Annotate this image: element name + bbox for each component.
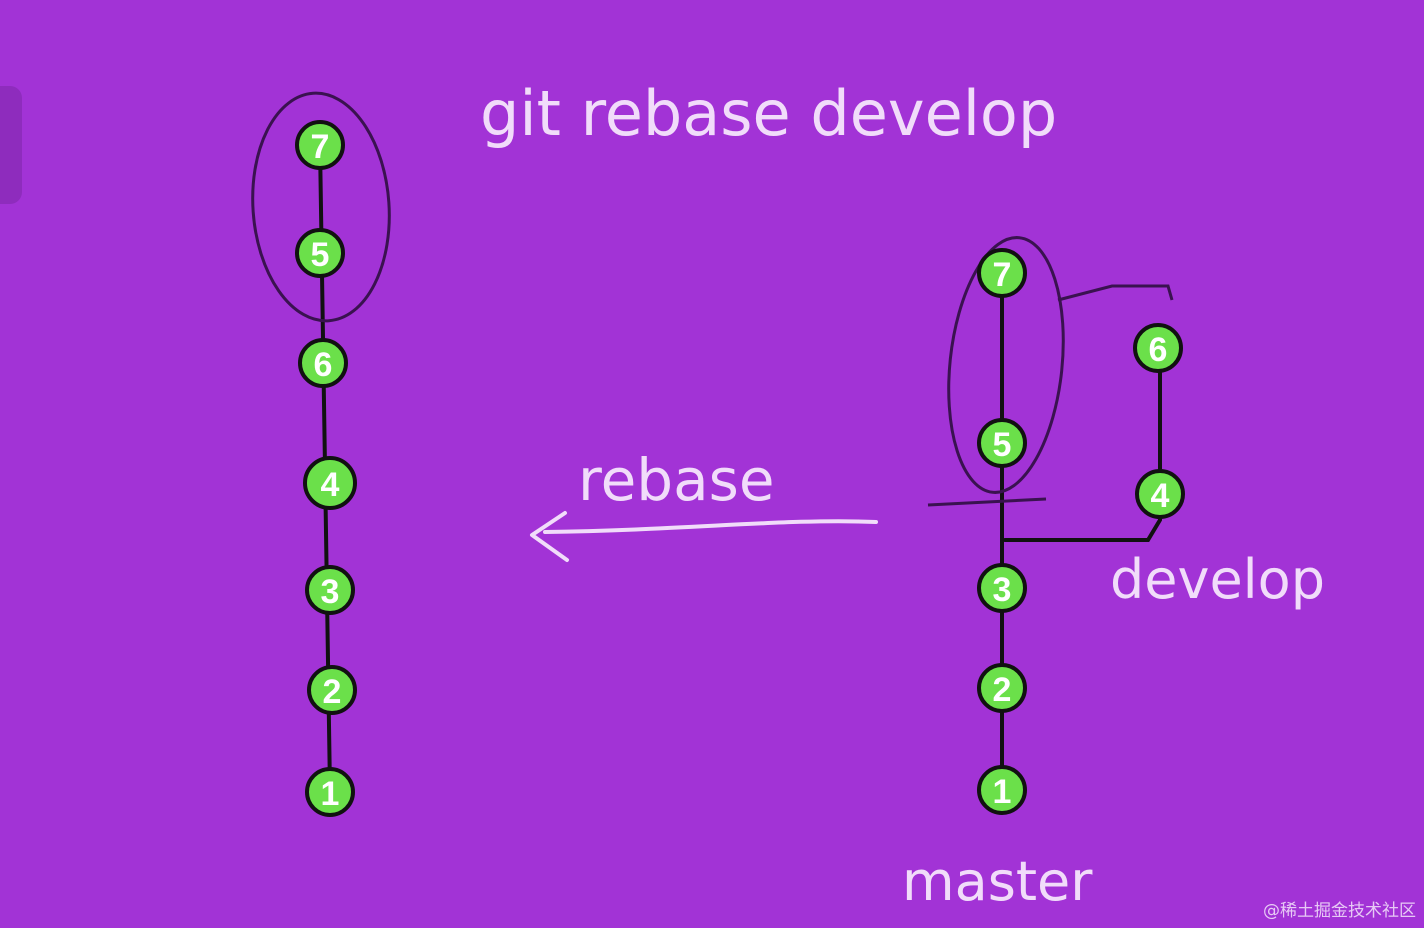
left-node-1[interactable]: 1 [305,767,355,817]
side-tab[interactable] [0,86,22,204]
left-node-3[interactable]: 3 [305,565,355,615]
right-lasso-tail [1057,284,1174,302]
node-label: 2 [323,673,342,711]
right-node-7[interactable]: 7 [977,248,1027,298]
left-node-5[interactable]: 5 [295,228,345,278]
node-label: 4 [1151,477,1170,515]
watermark-text: @稀土掘金技术社区 [1263,901,1416,921]
divider-stroke [927,497,1047,507]
node-label: 6 [1149,331,1168,369]
node-label: 3 [993,571,1012,609]
node-label: 5 [993,426,1012,464]
develop-branch-line [1003,346,1162,542]
node-label: 1 [993,773,1012,811]
node-label: 5 [311,236,330,274]
right-node-2[interactable]: 2 [977,663,1027,713]
arrow-shaft [543,519,878,534]
node-label: 2 [993,671,1012,709]
node-label: 7 [311,128,330,166]
node-label: 4 [321,466,340,504]
right-graph: 7 5 3 2 1 6 4 [902,236,1325,913]
left-chain: 7 5 6 4 3 2 1 [251,91,391,817]
left-node-2[interactable]: 2 [307,665,357,715]
right-node-3[interactable]: 3 [977,563,1027,613]
rebase-arrow: rebase [530,446,878,562]
right-lasso [947,236,1065,494]
node-label: 7 [993,256,1012,294]
left-node-7[interactable]: 7 [295,120,345,170]
right-node-1[interactable]: 1 [977,765,1027,815]
node-label: 6 [314,346,333,384]
rebase-label: rebase [578,446,775,514]
master-label: master [902,850,1093,913]
left-node-6[interactable]: 6 [298,338,348,388]
arrow-head [530,511,569,562]
node-label: 3 [321,573,340,611]
left-node-4[interactable]: 4 [303,456,357,510]
right-node-4[interactable]: 4 [1135,469,1185,519]
node-label: 1 [321,775,340,813]
right-node-6[interactable]: 6 [1133,323,1183,373]
title-text: git rebase develop [480,77,1057,150]
left-lasso [251,91,391,323]
develop-label: develop [1110,548,1325,611]
right-node-5[interactable]: 5 [977,418,1027,468]
